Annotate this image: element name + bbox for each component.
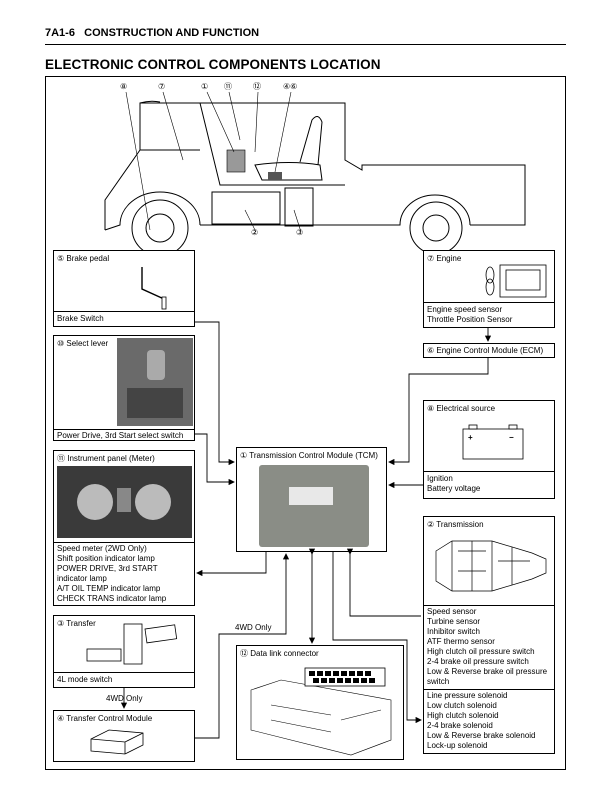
trans-sensor: Low & Reverse brake oil pressure [427, 667, 548, 676]
module-icon [90, 729, 144, 755]
chapter-title: CONSTRUCTION AND FUNCTION [84, 27, 260, 39]
callout-1: ① [201, 82, 209, 91]
page-header: 7A1-6 CONSTRUCTION AND FUNCTION [45, 27, 259, 39]
brake-switch-label: Brake Switch [57, 314, 104, 323]
transfer-title: ③ Transfer [57, 619, 96, 628]
select-lever-box: ⑩ Select lever Power Drive, 3rd Start se… [53, 335, 195, 441]
ignition-label: Ignition [427, 474, 453, 483]
dlc-drawing [250, 667, 392, 756]
callout-2: ② [251, 228, 259, 237]
tcm-photo [259, 465, 369, 547]
instrument-item: Shift position indicator lamp [57, 554, 155, 563]
battery-minus-sign: − [509, 433, 514, 442]
callout-8: ⑧ [120, 82, 128, 91]
electrical-source-box: ⑧ Electrical source + − Ignition Battery… [423, 400, 555, 499]
transfer-box: ③ Transfer 4L mode switch [53, 615, 195, 688]
4l-mode-switch-label: 4L mode switch [57, 675, 113, 684]
ecm-title: ⑥ Engine Control Module (ECM) [427, 346, 544, 355]
power-drive-switch-label: Power Drive, 3rd Start select switch [57, 431, 184, 440]
brake-pedal-title: ⑤ Brake pedal [57, 254, 110, 263]
trans-sensor: Turbine sensor [427, 617, 481, 626]
callout-4-6: ④⑥ [283, 82, 298, 91]
transfer-case-icon [86, 623, 178, 665]
transmission-drawing [435, 540, 547, 592]
section-number: 7A1-6 [45, 27, 75, 39]
instrument-panel-photo [57, 466, 192, 538]
select-lever-photo [117, 338, 193, 426]
engine-icon [485, 264, 547, 298]
select-lever-title: ⑩ Select lever [57, 339, 109, 348]
trans-sensor: High clutch oil pressure switch [427, 647, 535, 656]
trans-solenoid: Lock-up solenoid [427, 741, 488, 750]
transfer-control-module-box: ④ Transfer Control Module [53, 710, 195, 762]
transmission-title: ② Transmission [427, 520, 484, 529]
brake-pedal-icon [141, 267, 167, 310]
battery-icon [462, 424, 524, 460]
trans-solenoid: Line pressure solenoid [427, 691, 508, 700]
battery-plus-sign: + [468, 433, 473, 442]
trans-solenoid: 2-4 brake solenoid [427, 721, 493, 730]
trans-sensor: 2-4 brake oil pressure switch [427, 657, 529, 666]
transfer-control-module-title: ④ Transfer Control Module [57, 714, 153, 723]
page-title: ELECTRONIC CONTROL COMPONENTS LOCATION [45, 57, 381, 72]
trans-sensor: Speed sensor [427, 607, 477, 616]
battery-voltage-label: Battery voltage [427, 484, 481, 493]
instrument-item: indicator lamp [57, 574, 107, 583]
tcm-title: ① Transmission Control Module (TCM) [240, 451, 378, 460]
transmission-box: ② Transmission Speed sensor Turbine sens… [423, 516, 555, 754]
instrument-panel-box: ⑪ Instrument panel (Meter) Speed meter (… [53, 450, 195, 606]
trans-solenoid: High clutch solenoid [427, 711, 499, 720]
trans-solenoid: Low clutch solenoid [427, 701, 497, 710]
callout-3: ③ [296, 228, 304, 237]
brake-pedal-box: ⑤ Brake pedal Brake Switch [53, 250, 195, 327]
throttle-position-sensor-label: Throttle Position Sensor [427, 315, 513, 324]
instrument-item: A/T OIL TEMP indicator lamp [57, 584, 161, 593]
engine-title: ⑦ Engine [427, 254, 462, 263]
4wd-only-label: 4WD Only [235, 623, 272, 632]
engine-speed-sensor-label: Engine speed sensor [427, 305, 503, 314]
ecm-box: ⑥ Engine Control Module (ECM) [423, 343, 555, 358]
callout-7: ⑦ [158, 82, 166, 91]
trans-sensor: ATF thermo sensor [427, 637, 495, 646]
instrument-item: CHECK TRANS indicator lamp [57, 594, 167, 603]
data-link-connector-box: ⑫ Data link connector [236, 645, 404, 760]
instrument-panel-title: ⑪ Instrument panel (Meter) [57, 454, 155, 463]
diagram-frame [45, 76, 566, 770]
callout-11: ⑪ [224, 82, 232, 91]
trans-sensor: switch [427, 677, 450, 686]
dlc-title: ⑫ Data link connector [240, 649, 319, 658]
trans-solenoid: Low & Reverse brake solenoid [427, 731, 536, 740]
trans-sensor: Inhibitor switch [427, 627, 480, 636]
engine-box: ⑦ Engine Engine speed sensor Throttle Po… [423, 250, 555, 328]
header-rule [45, 44, 566, 45]
instrument-item: POWER DRIVE, 3rd START [57, 564, 158, 573]
electrical-source-title: ⑧ Electrical source [427, 404, 496, 413]
instrument-item: Speed meter (2WD Only) [57, 544, 147, 553]
callout-12: ⑫ [253, 82, 261, 91]
